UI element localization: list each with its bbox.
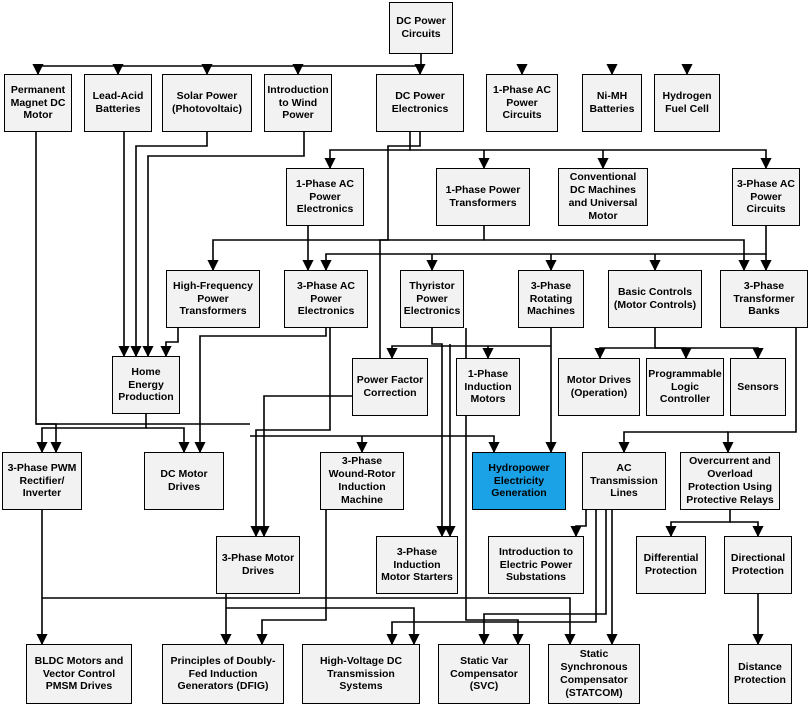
connector-line (484, 239, 750, 272)
node-bldc-motors-pmsm-drives: BLDC Motors and Vector Control PMSM Driv… (26, 644, 132, 704)
connector-line (722, 328, 797, 454)
connector-line (386, 345, 551, 360)
node-solar-power: Solar Power (Photovoltaic) (162, 74, 252, 132)
node-dc-power-electronics: DC Power Electronics (376, 74, 464, 132)
connector-line (226, 607, 420, 646)
connector-line (250, 328, 331, 538)
node-conventional-dc-machines: Conventional DC Machines and Universal M… (558, 168, 648, 226)
node-hydrogen-fuel-cell: Hydrogen Fuel Cell (654, 74, 720, 132)
node-thyristor-power-electronics: Thyristor Power Electronics (400, 270, 464, 328)
node-directional-protection: Directional Protection (724, 536, 792, 594)
node-3phase-induction-motor-starters: 3-Phase Induction Motor Starters (376, 536, 458, 594)
node-ac-transmission-lines: AC Transmission Lines (582, 452, 666, 510)
connector-line (32, 54, 422, 76)
connector-line (478, 510, 607, 646)
connector-line (256, 510, 327, 646)
node-programmable-logic-controller: Programmable Logic Controller (646, 358, 724, 416)
node-distance-protection: Distance Protection (728, 644, 792, 704)
node-1phase-ac-power-electronics: 1-Phase AC Power Electronics (286, 168, 364, 226)
node-sensors: Sensors (730, 358, 786, 416)
node-home-energy-production: Home Energy Production (112, 356, 180, 414)
connector-line (594, 328, 656, 360)
node-1phase-power-transformers: 1-Phase Power Transformers (436, 168, 530, 226)
connector-line (431, 328, 448, 538)
connector-line (36, 414, 147, 454)
connector-line (142, 132, 305, 358)
node-3phase-transformer-banks: 3-Phase Transformer Banks (720, 270, 808, 328)
connector-line (258, 132, 421, 538)
node-3phase-pwm-rectifier-inverter: 3-Phase PWM Rectifier/ Inverter (2, 452, 82, 510)
node-basic-controls: Basic Controls (Motor Controls) (608, 270, 702, 328)
node-3phase-wound-rotor-machine: 3-Phase Wound-Rotor Induction Machine (320, 452, 404, 510)
connector-line (570, 510, 587, 538)
connector-line (130, 132, 208, 358)
connector-line (35, 132, 62, 454)
connector-line (386, 510, 597, 646)
node-dc-motor-drives: DC Motor Drives (144, 452, 224, 510)
node-doubly-fed-induction-generators: Principles of Doubly- Fed Induction Gene… (162, 644, 284, 704)
connector-line (468, 597, 576, 646)
node-static-var-compensator: Static Var Compensator (SVC) (438, 644, 530, 704)
node-3phase-rotating-machines: 3-Phase Rotating Machines (518, 270, 584, 328)
node-lead-acid-batteries: Lead-Acid Batteries (84, 74, 152, 132)
node-3phase-ac-power-electronics: 3-Phase AC Power Electronics (284, 270, 368, 328)
node-dc-power-circuits: DC Power Circuits (389, 2, 453, 54)
connector-line (730, 521, 764, 538)
connector-line (655, 347, 764, 360)
connector-line (410, 149, 772, 170)
connector-line (160, 328, 179, 358)
connector-line (655, 347, 692, 360)
connector-line (207, 226, 485, 272)
connector-line (194, 328, 327, 454)
node-motor-drives-operation: Motor Drives (Operation) (558, 358, 640, 416)
connector-line (665, 510, 731, 538)
node-1phase-induction-motors: 1-Phase Induction Motors (456, 358, 520, 416)
connector-line (320, 226, 767, 272)
node-nimh-batteries: Ni-MH Batteries (582, 74, 642, 132)
node-power-factor-correction: Power Factor Correction (352, 358, 428, 416)
node-permanent-magnet-dc-motor: Permanent Magnet DC Motor (4, 74, 72, 132)
node-hydropower-electricity-generation: Hydropower Electricity Generation (472, 452, 566, 510)
node-3phase-ac-power-circuits: 3-Phase AC Power Circuits (732, 168, 800, 226)
node-3phase-motor-drives: 3-Phase Motor Drives (216, 536, 300, 594)
node-intro-electric-power-substations: Introduction to Electric Power Substatio… (488, 536, 584, 594)
connector-line (146, 427, 190, 454)
node-hvdc-transmission-systems: High-Voltage DC Transmission Systems (302, 644, 420, 704)
node-differential-protection: Differential Protection (636, 536, 706, 594)
node-overcurrent-overload-protection: Overcurrent and Overload Protection Usin… (680, 452, 780, 510)
connector-line (465, 328, 524, 646)
connector-line (618, 431, 728, 454)
node-high-frequency-transformers: High-Frequency Power Transformers (166, 270, 260, 328)
node-statcom: Static Synchronous Compensator (STATCOM) (548, 644, 640, 704)
node-intro-wind-power: Introduction to Wind Power (264, 74, 332, 132)
connector-line (324, 132, 411, 170)
connector-line (250, 435, 500, 454)
node-1phase-ac-power-circuits: 1-Phase AC Power Circuits (486, 74, 558, 132)
